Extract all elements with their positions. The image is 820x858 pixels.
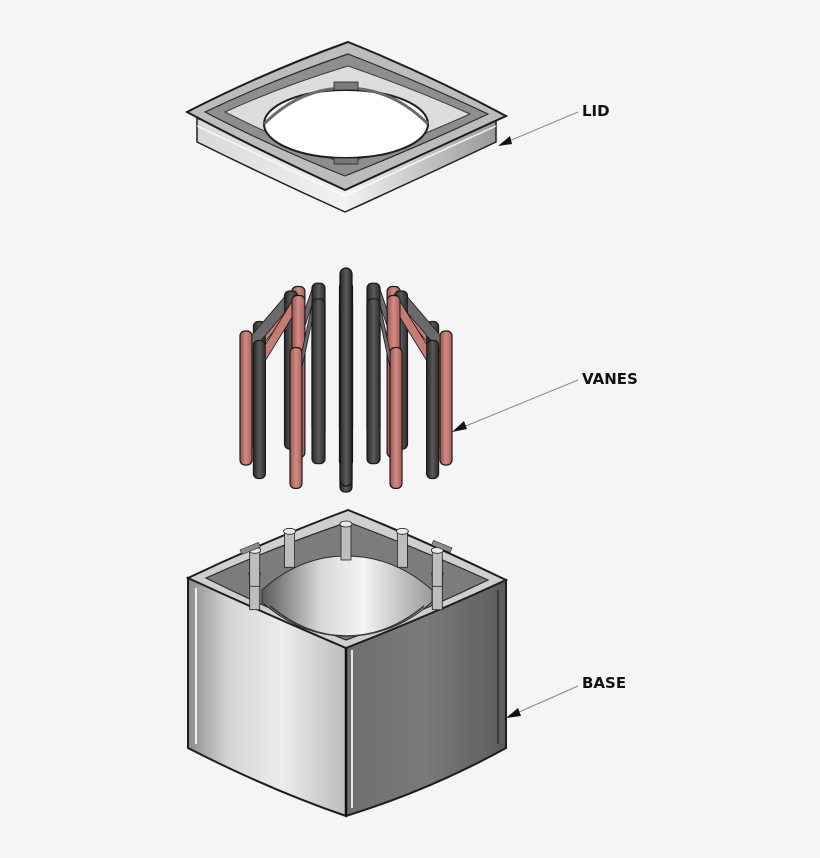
leader-arrowhead-base	[506, 708, 521, 718]
base-left-face	[187, 576, 347, 818]
label-base: BASE	[582, 674, 626, 692]
base-post	[396, 530, 408, 568]
vane-outer-tube	[389, 346, 403, 489]
vane-outer-tube	[426, 339, 440, 480]
lid-boss	[333, 81, 359, 91]
callout-lid: LID	[498, 102, 610, 146]
base-post	[284, 530, 296, 568]
base-rim-slot	[239, 542, 261, 555]
vane-outer-tube	[239, 330, 253, 466]
leader-arrowhead-lid	[498, 136, 512, 146]
lid-boss	[333, 157, 359, 165]
callout-vanes: VANES	[452, 370, 638, 432]
leader-arrowhead-vanes	[452, 421, 467, 432]
leader-line-lid	[501, 111, 579, 145]
vane-web	[251, 295, 285, 353]
base-post-ring	[248, 520, 444, 611]
vane-center-hub	[339, 267, 353, 487]
lid-part	[184, 40, 509, 213]
vane-outer-tube	[439, 330, 453, 466]
vane-web	[379, 304, 391, 368]
vanes-part	[239, 267, 453, 493]
base-post-cap	[339, 520, 353, 528]
base-right-face	[345, 578, 507, 818]
leader-line-base	[509, 685, 579, 717]
base-post-cap	[395, 527, 409, 535]
base-post	[340, 523, 352, 561]
base-post-cap	[283, 527, 297, 535]
vane-outer-tube	[289, 346, 303, 489]
vane-web	[301, 304, 313, 368]
label-vanes: VANES	[582, 370, 638, 388]
base-post	[249, 549, 261, 587]
vane-outer-tube	[252, 339, 266, 480]
vane-web	[407, 295, 441, 353]
lid-front-edge-highlight	[196, 125, 497, 197]
base-part	[185, 508, 509, 818]
leader-line-vanes	[455, 379, 579, 431]
base-inner-floor	[269, 605, 425, 637]
vane-web	[264, 300, 293, 362]
vane-blade-black	[366, 298, 381, 465]
vane-web	[399, 300, 428, 362]
lid-center-opening	[263, 89, 429, 159]
base-rim-slot	[431, 540, 453, 553]
vane-blade-black	[311, 298, 326, 465]
label-lid: LID	[582, 102, 610, 120]
base-post	[431, 549, 443, 587]
callout-base: BASE	[506, 674, 626, 718]
